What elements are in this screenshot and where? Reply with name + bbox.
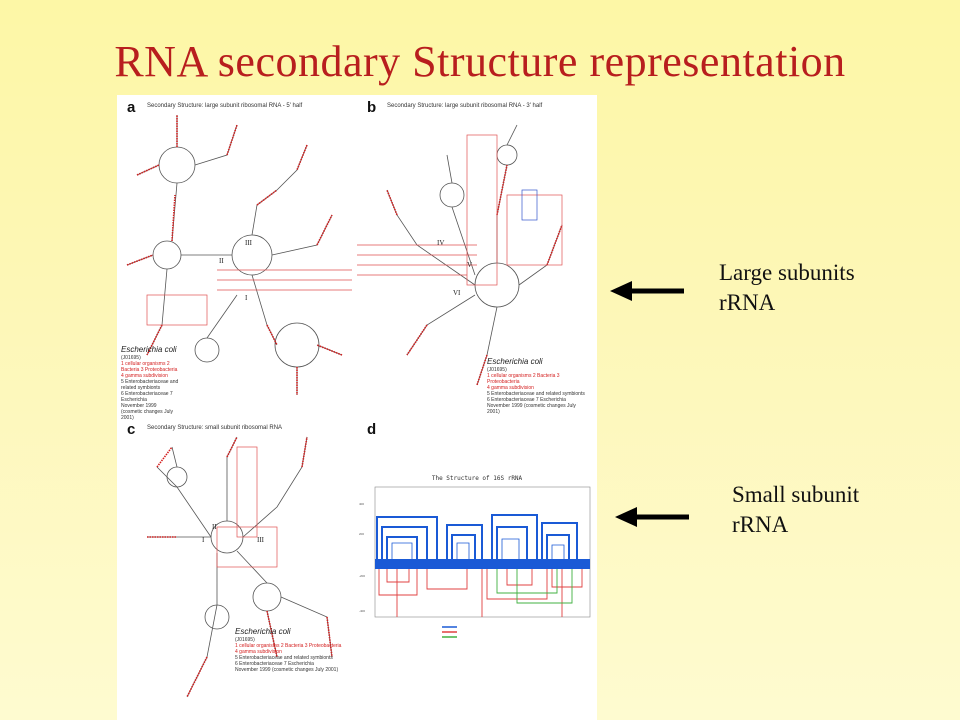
panel-title: Secondary Structure: large subunit ribos…	[147, 103, 303, 109]
organism-name: Escherichia coli	[487, 357, 543, 366]
legend-line: 6 Enterobacteriaceae 7 Escherichia	[121, 391, 173, 403]
arc-diagram: 400 200 -200 -400	[359, 486, 591, 638]
legend-line: November 1999 (cosmetic changes July 200…	[487, 403, 576, 415]
panel-title: Secondary Structure: large subunit ribos…	[387, 103, 543, 109]
legend: Escherichia coli (J01695) 1 cellular org…	[121, 345, 181, 421]
domain-label: II	[219, 257, 224, 265]
label-line: rRNA	[719, 290, 776, 315]
legend: Escherichia coli (J01695) 1 cellular org…	[235, 627, 345, 673]
legend-line: 4 gamma subdivision	[235, 649, 282, 655]
domain-label: II	[212, 523, 217, 531]
secondary-structure-drawing: IV V VI	[357, 124, 563, 386]
secondary-structure-drawing: III II I	[126, 115, 352, 395]
svg-text:-200: -200	[359, 574, 365, 578]
legend-line: 1 cellular organisms 2 Bacteria 3 Proteo…	[487, 373, 560, 385]
secondary-structure-drawing: I II III	[147, 436, 333, 698]
legend-line: 1 cellular organisms 2 Bacteria 3 Proteo…	[121, 361, 178, 373]
legend-line: 6 Enterobacteriaceae 7 Escherichia	[487, 397, 566, 403]
panel-letter: c	[127, 421, 136, 438]
legend-line: November 1999	[121, 403, 157, 409]
legend-line: (cosmetic changes July 2001)	[121, 409, 173, 421]
panel-letter: a	[127, 99, 136, 116]
panel-c: c Secondary Structure: small subunit rib…	[117, 417, 357, 720]
large-subunit-label: Large subunits rRNA	[719, 258, 855, 318]
domain-label: V	[467, 261, 472, 269]
legend-line: (J01695)	[235, 637, 255, 643]
legend-line: 6 Enterobacteriaceae 7 Escherichia	[235, 661, 314, 667]
legend-line: 4 gamma subdivision	[121, 373, 168, 379]
legend-line: (J01695)	[121, 355, 141, 361]
legend-line: 1 cellular organisms 2 Bacteria 3 Proteo…	[235, 643, 342, 649]
legend-line: November 1999 (cosmetic changes July 200…	[235, 667, 339, 673]
slide-title: RNA secondary Structure representation	[114, 37, 846, 86]
domain-label: I	[245, 294, 248, 302]
svg-text:400: 400	[359, 502, 364, 506]
legend-line: 5 Enterobacteriaceae and related symbion…	[121, 379, 179, 391]
svg-text:200: 200	[359, 532, 364, 536]
panel-d: d The Structure of 16S rRNA	[357, 417, 597, 720]
domain-label: I	[202, 536, 205, 544]
label-line: Large subunits	[719, 260, 855, 285]
left-arrow-icon	[615, 507, 689, 527]
panel-title: Secondary Structure: small subunit ribos…	[147, 425, 283, 431]
arc-plot-title: The Structure of 16S rRNA	[431, 475, 523, 482]
rrna-figure: a Secondary Structure: large subunit rib…	[117, 95, 597, 720]
legend-line: 5 Enterobacteriaceae and related symbion…	[487, 391, 585, 397]
label-line: Small subunit	[732, 482, 860, 507]
domain-label: III	[245, 239, 253, 247]
small-subunit-label: Small subunit rRNA	[732, 480, 859, 540]
label-line: rRNA	[732, 512, 789, 537]
left-arrow-icon	[610, 281, 684, 301]
organism-name: Escherichia coli	[121, 345, 177, 354]
legend-line: 4 gamma subdivision	[487, 385, 534, 391]
domain-label: IV	[437, 239, 444, 247]
legend: Escherichia coli (J01695) 1 cellular org…	[487, 357, 587, 415]
svg-text:-400: -400	[359, 609, 365, 613]
panel-a: a Secondary Structure: large subunit rib…	[117, 95, 357, 421]
domain-label: III	[257, 536, 265, 544]
legend-line: (J01695)	[487, 367, 507, 373]
organism-name: Escherichia coli	[235, 627, 291, 636]
legend-line: 5 Enterobacteriaceae and related symbion…	[235, 655, 333, 661]
panel-letter: b	[367, 99, 377, 116]
panel-b: b Secondary Structure: large subunit rib…	[357, 95, 597, 415]
domain-label: VI	[453, 289, 461, 297]
panel-letter: d	[367, 421, 377, 438]
